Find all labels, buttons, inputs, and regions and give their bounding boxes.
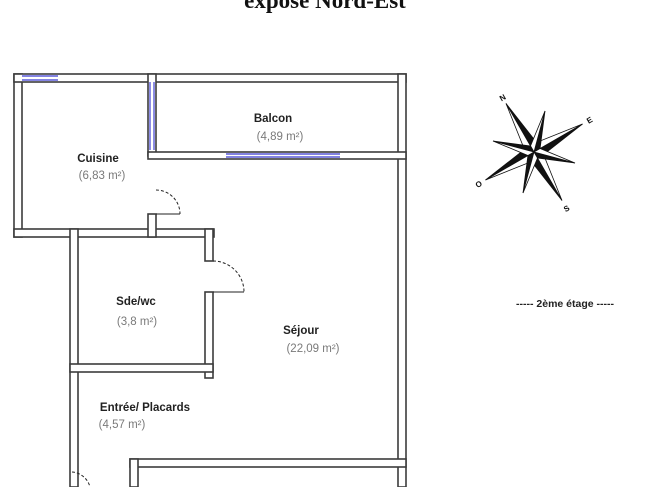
room-area-balcon: (4,89 m²)	[257, 131, 304, 143]
compass-letter-o: O	[474, 179, 484, 190]
compass-letter-e: E	[585, 115, 595, 126]
wall-bathroom-right-lower	[204, 291, 214, 379]
room-name-entree: Entrée/ Placards	[100, 402, 190, 414]
wall-outer-left	[13, 73, 23, 238]
wall-bathroom-right	[204, 228, 214, 262]
wall-entrance-stub	[129, 458, 139, 487]
compass-letter-n: N	[498, 92, 508, 103]
wall-left-corridor	[69, 228, 79, 487]
walls	[13, 73, 407, 487]
room-area-cuisine: (6,83 m²)	[79, 170, 126, 182]
compass-star	[485, 103, 583, 201]
room-name-cuisine: Cuisine	[77, 153, 119, 165]
room-area-entree: (4,57 m²)	[99, 419, 146, 431]
doors	[71, 189, 245, 487]
compass-rose-icon: N E S O	[474, 92, 595, 214]
room-name-sde-wc: Sde/wc	[116, 296, 156, 308]
room-area-sde-wc: (3,8 m²)	[117, 316, 157, 328]
wall-outer-right	[397, 73, 407, 487]
wall-bathroom-bottom	[69, 363, 214, 373]
compass-point-sw-light	[522, 150, 538, 194]
compass-point-se-light	[532, 148, 576, 164]
door-bathroom-swing	[212, 260, 245, 293]
wall-kitchen-bottom	[13, 228, 215, 238]
door-kitchen-swing	[155, 189, 181, 215]
door-entrance-swing	[71, 471, 91, 487]
room-name-sejour: Séjour	[283, 325, 319, 337]
windows	[22, 75, 340, 158]
compass-letter-s: S	[562, 203, 572, 214]
plan-title: exposé Nord-Est	[244, 0, 406, 13]
wall-balcony-bottom	[147, 151, 407, 160]
floor-label: ----- 2ème étage -----	[516, 298, 615, 310]
room-name-balcon: Balcon	[254, 113, 292, 125]
room-area-sejour: (22,09 m²)	[286, 343, 339, 355]
wall-outer-top	[13, 73, 407, 83]
wall-entrance-bottom	[129, 458, 407, 468]
room-labels: Balcon (4,89 m²) Cuisine (6,83 m²) Sde/w…	[77, 113, 339, 431]
wall-kitchen-balcony	[147, 73, 157, 157]
compass-point-nw-light	[492, 140, 536, 156]
wall-kitchen-sejour	[147, 213, 157, 238]
